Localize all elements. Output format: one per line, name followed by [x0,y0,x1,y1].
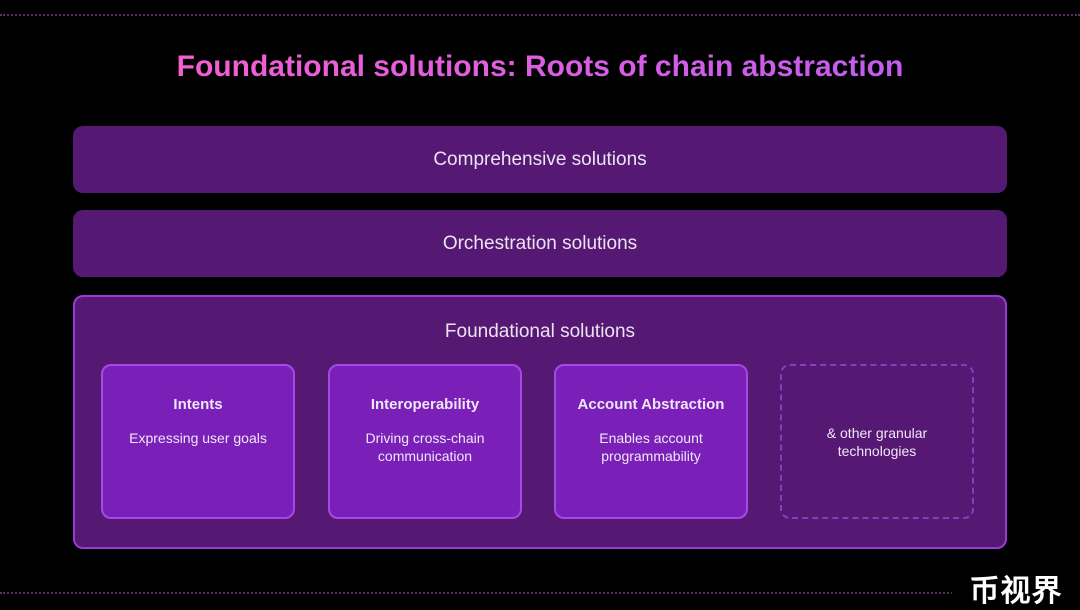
card-account-abstraction: Account Abstraction Enables account prog… [554,364,748,519]
card-other-technologies: & other granular technologies [780,364,974,519]
bottom-dotted-border [0,592,1080,594]
layer-orchestration-label: Orchestration solutions [442,232,638,254]
top-dotted-border [0,14,1080,16]
layer-foundational: Foundational solutions Intents Expressin… [73,295,1007,549]
watermark-logo: 币视界 [952,568,1080,608]
layer-comprehensive-label: Comprehensive solutions [433,148,647,170]
card-intents: Intents Expressing user goals [101,364,295,519]
card-interoperability: Interoperability Driving cross-chain com… [328,364,522,519]
card-intents-desc: Expressing user goals [129,430,267,446]
card-account-abstraction-desc: Enables account programmability [599,430,703,464]
card-account-abstraction-title: Account Abstraction [577,396,725,413]
layer-orchestration: Orchestration solutions [73,210,1007,277]
slide-title: Foundational solutions: Roots of chain a… [0,50,1080,84]
card-interoperability-title: Interoperability [370,396,480,413]
card-intents-title: Intents [173,396,223,413]
layer-foundational-label: Foundational solutions [444,321,636,342]
card-other-technologies-desc: & other granular technologies [826,424,928,459]
layer-comprehensive: Comprehensive solutions [73,126,1007,193]
card-interoperability-desc: Driving cross-chain communication [365,430,485,464]
